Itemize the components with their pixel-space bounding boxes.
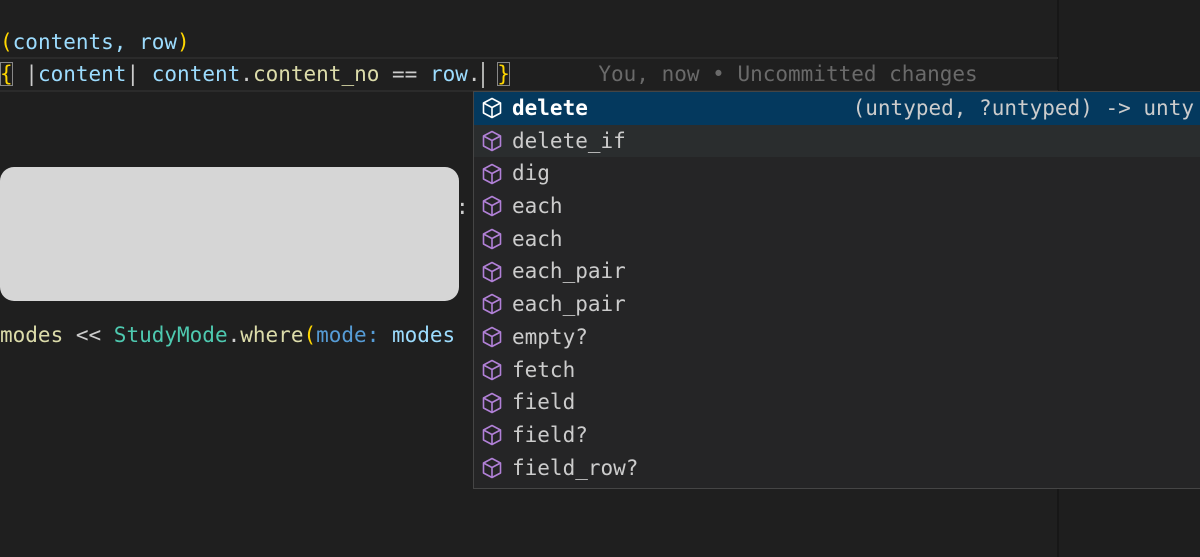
paren: ( bbox=[303, 323, 317, 347]
redacted-region bbox=[0, 167, 459, 301]
identifier: modes bbox=[0, 323, 64, 347]
suggestion-label: delete bbox=[512, 96, 588, 120]
partial-code: : bbox=[456, 191, 469, 224]
suggestion-item[interactable]: field_row? bbox=[474, 452, 1200, 485]
method-cube-icon bbox=[480, 96, 504, 120]
method-cube-icon bbox=[480, 325, 504, 349]
method-cube-icon bbox=[480, 162, 504, 186]
brace-close: } bbox=[497, 62, 510, 86]
suggestion-label: each_pair bbox=[512, 259, 626, 284]
class-name: StudyMode bbox=[113, 323, 228, 347]
method-cube-icon bbox=[480, 358, 504, 382]
method: where bbox=[240, 323, 304, 347]
identifier: modes bbox=[379, 323, 456, 347]
suggestion-item[interactable]: each bbox=[474, 223, 1200, 256]
suggestion-label: field_row? bbox=[512, 455, 639, 480]
suggestion-label: dig bbox=[512, 161, 550, 186]
method-cube-icon bbox=[480, 227, 504, 251]
colon: : bbox=[456, 195, 469, 219]
suggestion-item[interactable]: dig bbox=[474, 157, 1200, 190]
identifier: row bbox=[429, 62, 468, 86]
suggestion-item[interactable]: empty? bbox=[474, 321, 1200, 354]
suggestion-item[interactable]: fetch bbox=[474, 354, 1200, 387]
git-blame-annotation: You, now • Uncommitted changes bbox=[598, 62, 978, 86]
suggestion-label: field? bbox=[512, 422, 588, 447]
suggestion-item[interactable]: each bbox=[474, 190, 1200, 223]
block-param: content bbox=[37, 62, 127, 86]
dot: . bbox=[240, 62, 253, 86]
operator: == bbox=[379, 62, 430, 86]
suggestion-item[interactable]: each_pair bbox=[474, 255, 1200, 288]
suggestion-item[interactable]: each_pair bbox=[474, 288, 1200, 321]
suggestion-detail: (untyped, ?untyped) -> unty bbox=[852, 96, 1194, 120]
method-cube-icon bbox=[480, 423, 504, 447]
method-cube-icon bbox=[480, 194, 504, 218]
suggestion-label: empty? bbox=[512, 324, 588, 349]
suggestion-label: each bbox=[512, 226, 563, 251]
suggestion-item[interactable]: delete_if bbox=[474, 124, 1200, 158]
method-cube-icon bbox=[480, 129, 504, 153]
text-cursor bbox=[481, 62, 484, 88]
method-cube-icon bbox=[480, 391, 504, 415]
suggestion-label: fetch bbox=[512, 357, 576, 382]
suggestion-label: each bbox=[512, 194, 563, 219]
keyword-arg: mode: bbox=[316, 323, 380, 347]
autocomplete-popup[interactable]: delete (untyped, ?untyped) -> unty delete_… bbox=[473, 91, 1200, 489]
args: contents, row bbox=[12, 30, 178, 54]
suggestion-item[interactable]: field? bbox=[474, 419, 1200, 452]
method: content_no bbox=[252, 62, 380, 86]
dot: . bbox=[467, 62, 481, 86]
method-cube-icon bbox=[480, 260, 504, 284]
code-line-active[interactable]: { |content| content.content_no == row. }… bbox=[0, 58, 978, 91]
code-line-params: (contents, row) bbox=[0, 26, 190, 59]
dot: . bbox=[227, 323, 241, 347]
suggestion-label: field bbox=[512, 390, 576, 415]
operator: << bbox=[63, 323, 114, 347]
suggestion-item[interactable]: field bbox=[474, 386, 1200, 419]
paren: ( bbox=[0, 30, 13, 54]
pipe: | bbox=[12, 62, 38, 86]
pipe: | bbox=[126, 62, 152, 86]
brace-open: { bbox=[0, 62, 13, 86]
code-line-modes: modes << StudyMode.where(mode: modes bbox=[0, 319, 455, 352]
method-cube-icon bbox=[480, 292, 504, 316]
suggestion-label: each_pair bbox=[512, 292, 626, 317]
suggestion-item[interactable]: delete (untyped, ?untyped) -> unty bbox=[474, 92, 1200, 125]
identifier: content bbox=[151, 62, 241, 86]
method-cube-icon bbox=[480, 456, 504, 480]
suggestion-label: delete_if bbox=[512, 128, 626, 153]
paren: ) bbox=[177, 30, 190, 54]
